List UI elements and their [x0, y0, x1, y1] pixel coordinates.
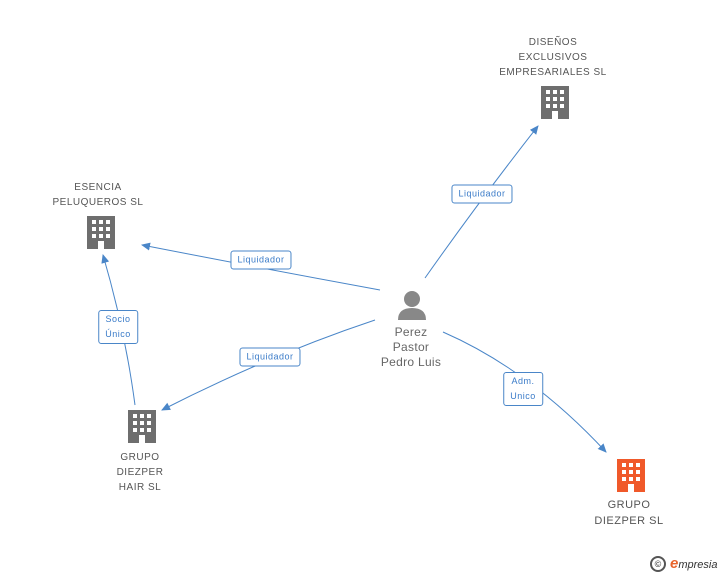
- building-icon: [128, 410, 156, 443]
- edge-label-adm-unico: Adm. Unico: [503, 372, 543, 406]
- edge-label-liquidador: Liquidador: [451, 184, 513, 204]
- node-label-esencia[interactable]: ESENCIA PELUQUEROS SL: [52, 182, 144, 208]
- node-label-perez[interactable]: Perez Pastor Pedro Luis: [380, 325, 442, 369]
- building-icon: [541, 86, 569, 119]
- empresia-logo[interactable]: © empresia: [650, 555, 717, 572]
- edge-label-socio-unico: Socio Único: [98, 310, 138, 344]
- copyright-icon: ©: [650, 555, 666, 572]
- node-label-hair[interactable]: GRUPO DIEZPER HAIR SL: [116, 452, 164, 493]
- building-icon: [87, 216, 115, 249]
- brand-initial: e: [670, 555, 679, 572]
- edge-label-liquidador: Liquidador: [239, 347, 301, 367]
- person-icon: [398, 291, 426, 320]
- edge-label-liquidador: Liquidador: [230, 250, 292, 270]
- brand-name: mpresia: [678, 559, 718, 571]
- building-icon: [617, 459, 645, 492]
- node-label-disenos[interactable]: DISEÑOS EXCLUSIVOS EMPRESARIALES SL: [499, 37, 607, 78]
- node-label-grupo[interactable]: GRUPO DIEZPER SL: [594, 499, 664, 527]
